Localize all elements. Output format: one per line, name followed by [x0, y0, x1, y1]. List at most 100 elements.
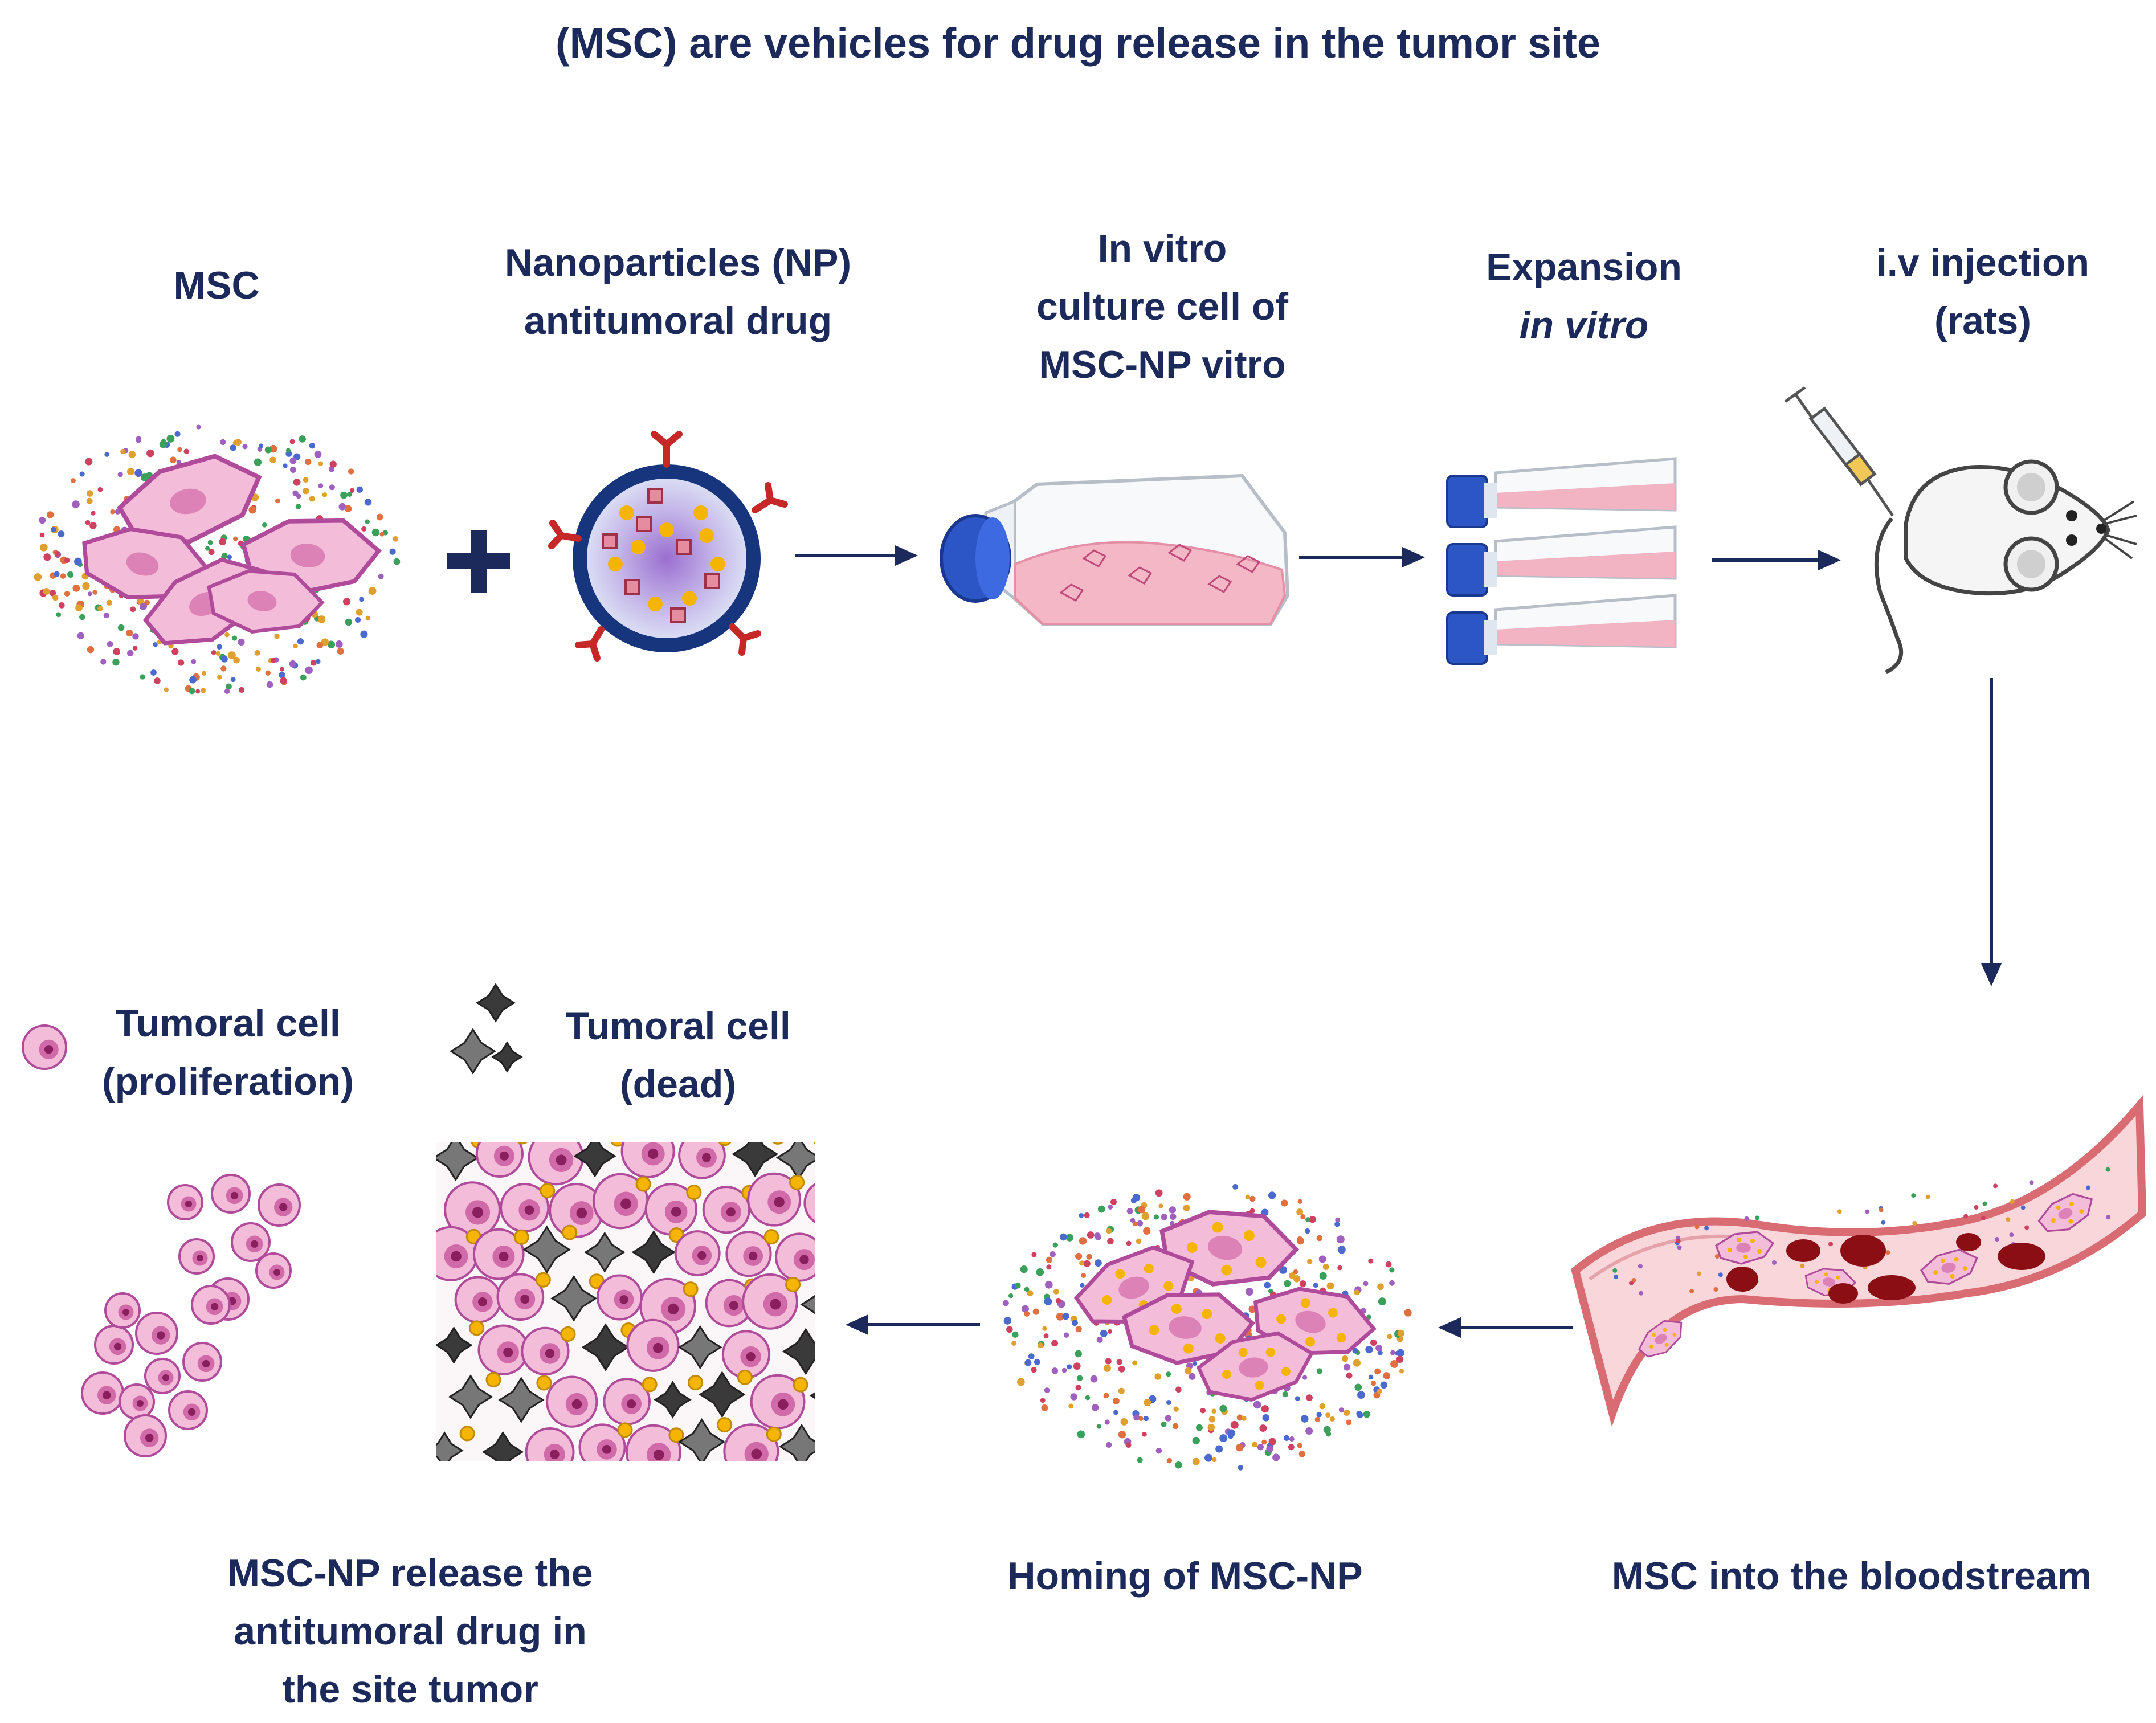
nucleolus [671, 1207, 681, 1217]
dot [337, 647, 344, 655]
msc-cell [1159, 1210, 1300, 1287]
dot [1235, 1443, 1244, 1452]
dot [1107, 1238, 1114, 1245]
dot [1994, 1237, 1999, 1242]
msc-cell [1638, 1320, 1683, 1358]
nucleus [1239, 1357, 1268, 1378]
dot [1063, 1332, 1069, 1338]
dot [1262, 1414, 1270, 1422]
dot [365, 519, 370, 525]
nucleus [1655, 1334, 1667, 1344]
dot [79, 471, 85, 477]
dot [1155, 1189, 1163, 1197]
dot [217, 644, 222, 650]
nucleolus [799, 1255, 809, 1264]
msc-cells-icon [34, 424, 401, 695]
dot [215, 651, 221, 656]
nanoparticle-icon [548, 431, 788, 662]
dot [1192, 1436, 1200, 1445]
dot [303, 477, 309, 483]
dot [1305, 1217, 1311, 1223]
dot [1318, 1255, 1326, 1263]
nucleolus [451, 1251, 462, 1262]
dot [340, 491, 348, 499]
dot [1108, 1204, 1113, 1210]
nucleolus [478, 1297, 487, 1306]
dot [170, 456, 177, 463]
nucleus [1207, 1235, 1243, 1260]
dot [1316, 1235, 1323, 1242]
drug-dot [536, 1375, 552, 1391]
np-dot [1215, 1333, 1226, 1344]
np-dot [1265, 1348, 1275, 1357]
dot [285, 448, 291, 453]
dot [2085, 1185, 2090, 1190]
dot [360, 630, 368, 638]
dot [1689, 1289, 1694, 1294]
dot [295, 504, 301, 509]
dot [1173, 1406, 1179, 1412]
dot [1215, 1445, 1223, 1453]
dot [1110, 1198, 1117, 1205]
np-dot [1163, 1281, 1174, 1291]
nucleolus [697, 1251, 707, 1260]
dot [1113, 1410, 1118, 1415]
nucleolus [157, 1331, 165, 1340]
np-dot [1836, 1275, 1840, 1280]
dot [1288, 1444, 1295, 1451]
flask-cell [1167, 544, 1193, 562]
dead-cell [631, 1230, 676, 1275]
dot [368, 587, 377, 595]
dot [1024, 1359, 1032, 1366]
drug-dot [766, 1426, 782, 1442]
dead-cell [573, 1142, 616, 1178]
dot [1713, 1287, 1718, 1292]
dot [1116, 1359, 1122, 1365]
dot [1161, 1214, 1167, 1220]
dot [289, 439, 295, 444]
dot [1008, 1293, 1014, 1299]
nucleolus [472, 1207, 484, 1218]
dot [52, 594, 59, 601]
drug-dot [648, 597, 663, 611]
np-dot [2069, 1202, 2074, 1207]
nucleolus [770, 1299, 781, 1310]
dot [1204, 1453, 1213, 1462]
blood-vessel-icon [1571, 1095, 2147, 1427]
dot [1105, 1358, 1112, 1365]
drug-dot [485, 1371, 501, 1387]
dead-cell [450, 1028, 496, 1075]
step-expansion-label: Expansion in vitro [1424, 238, 1743, 354]
drug-square [602, 533, 618, 549]
flask-cell [1128, 566, 1153, 585]
nucleolus [279, 1203, 288, 1211]
dot [1120, 1418, 1128, 1426]
np-dot [1186, 1242, 1198, 1253]
dot [1108, 1329, 1113, 1334]
np-dot [1757, 1249, 1762, 1254]
drug-square [624, 579, 640, 595]
dot [1015, 1282, 1021, 1289]
dot [1086, 1254, 1092, 1260]
np-dot [1933, 1270, 1938, 1275]
dot [1085, 1395, 1091, 1401]
dot [1143, 1227, 1151, 1235]
flask-cell [1236, 555, 1261, 573]
nucleolus [499, 1251, 509, 1262]
dot [72, 500, 80, 508]
dot [1132, 1360, 1137, 1366]
nucleolus [145, 1434, 154, 1442]
step-bloodstream-label: MSC into the bloodstream [1611, 1554, 2092, 1598]
nucleolus [545, 1349, 555, 1358]
nucleolus [231, 1191, 239, 1199]
label-line: Nanoparticles (NP) [504, 241, 852, 284]
dot [2009, 1232, 2014, 1238]
dot [1366, 1314, 1371, 1320]
step-msc-label: MSC [173, 264, 260, 307]
dot [1046, 1256, 1053, 1263]
np-dot [1962, 1266, 1967, 1271]
dot [1003, 1317, 1011, 1325]
drug-dot [683, 1281, 699, 1297]
dot [1374, 1368, 1381, 1375]
np-dot [1328, 1308, 1338, 1318]
